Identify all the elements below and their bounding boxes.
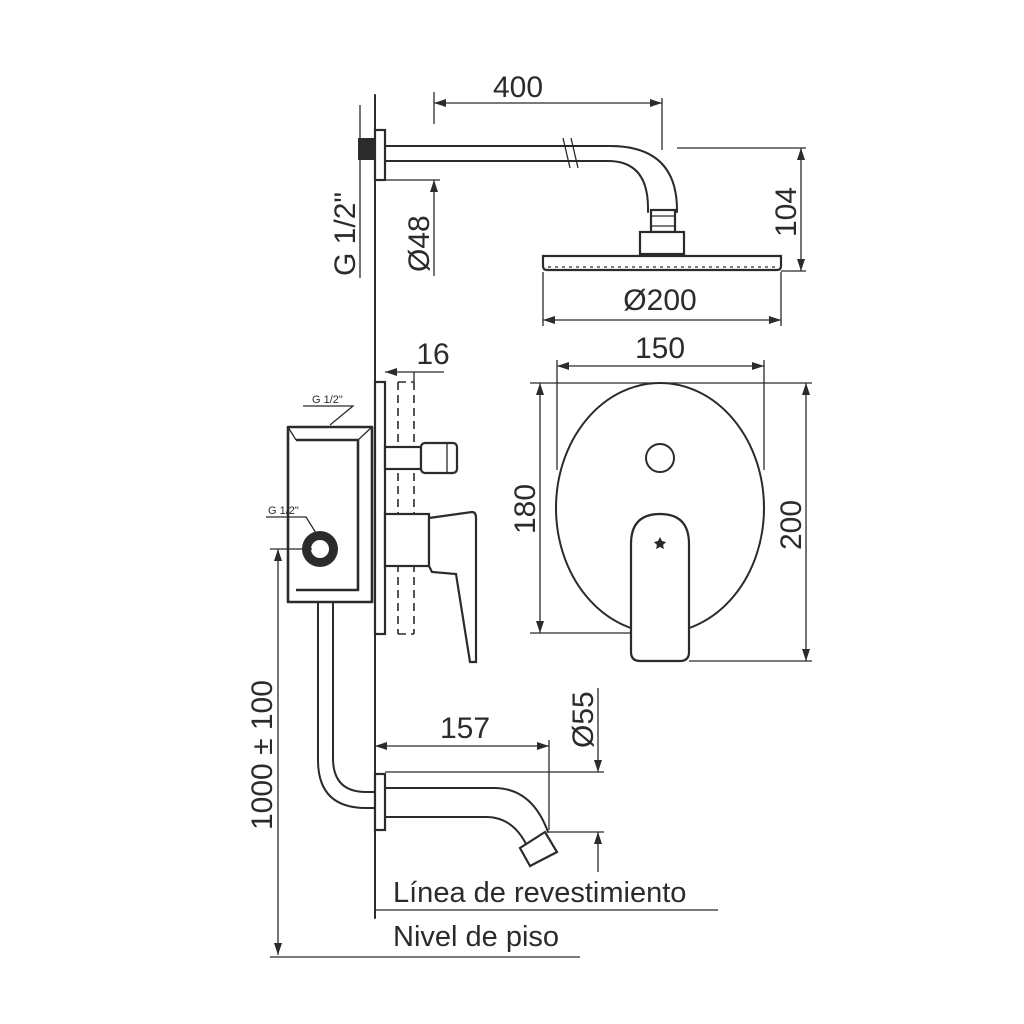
trim-plate-dashed	[397, 381, 415, 635]
mixer-box: G 1/2" G 1/2"	[266, 394, 385, 809]
dim-install-height: 1000 ± 100	[246, 548, 312, 955]
dim-flange-diameter: Ø48	[385, 179, 440, 276]
dim-plate-height-text: 200	[775, 500, 808, 550]
shower-head	[541, 230, 783, 272]
diverter-knob-front	[645, 443, 675, 473]
wall-plate-side	[373, 380, 387, 636]
arm-nut	[649, 208, 677, 234]
bath-spout	[373, 772, 559, 868]
arm-break-mark	[562, 137, 579, 169]
lever-side	[383, 510, 478, 664]
box-thread-side-text: G 1/2"	[268, 505, 299, 517]
floor-level-label-group: Nivel de piso	[270, 921, 580, 958]
box-side-thread-leader	[266, 516, 317, 534]
front-trim-plate	[555, 382, 765, 663]
lever-front	[629, 512, 691, 663]
dim-plate-width: 150	[556, 332, 765, 470]
dim-spout-length-text: 157	[440, 712, 490, 745]
dim-spout-diameter-text: Ø55	[567, 691, 600, 748]
dim-head-diameter: Ø200	[542, 272, 782, 326]
spout-supply-pipe	[317, 601, 385, 809]
dim-arm-length-text: 400	[493, 71, 543, 104]
dim-thread-top-text: G 1/2"	[329, 192, 362, 276]
dim-plate-height: 200	[660, 382, 812, 662]
arm-wall-flange	[373, 128, 387, 182]
dim-head-height-text: 104	[770, 187, 803, 237]
arm-thread	[358, 138, 375, 160]
dim-head-height: 104	[677, 147, 806, 272]
floor-level-label: Nivel de piso	[393, 921, 559, 953]
dim-plate-width-text: 150	[635, 332, 685, 365]
dim-spout-diameter: Ø55	[385, 688, 604, 872]
dim-plate-depth: 16	[385, 338, 450, 382]
box-top-thread-leader	[303, 405, 355, 426]
dim-plate-depth-text: 16	[416, 338, 449, 371]
diverter-knob-side	[383, 441, 459, 475]
box-thread-top-text: G 1/2"	[312, 394, 343, 406]
dim-plate-inner-height: 180	[509, 382, 660, 634]
dim-head-diameter-text: Ø200	[623, 284, 696, 317]
finish-line-label-group: Línea de revestimiento	[375, 877, 718, 911]
finish-line-label: Línea de revestimiento	[393, 877, 686, 909]
lever-logo-icon	[654, 537, 666, 549]
dim-plate-inner-height-text: 180	[509, 484, 542, 534]
dim-arm-length: 400	[433, 71, 663, 150]
dim-spout-length: 157	[375, 712, 550, 830]
arm-pipe	[384, 145, 678, 213]
dim-thread-top: G 1/2"	[329, 105, 362, 278]
dim-install-height-text: 1000 ± 100	[246, 680, 279, 830]
dim-flange-diameter-text: Ø48	[403, 215, 436, 272]
